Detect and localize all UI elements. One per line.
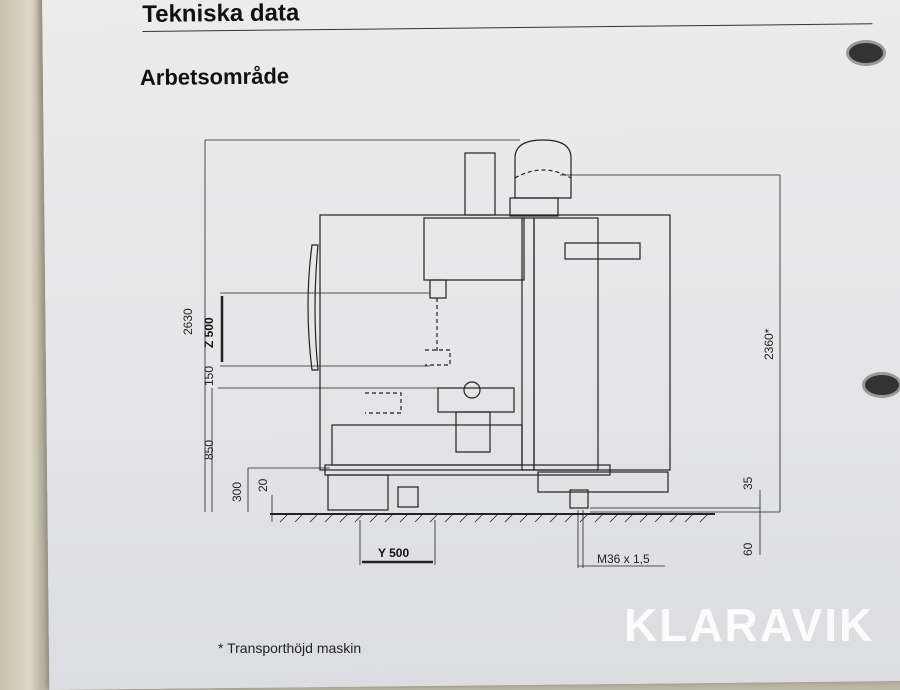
dim-300: 300 (230, 482, 244, 502)
dim-20: 20 (256, 478, 270, 492)
dim-2630: 2630 (181, 308, 195, 335)
dim-35: 35 (741, 476, 755, 490)
cabinet-top (514, 139, 572, 199)
binder-ring-hole (862, 372, 900, 398)
dim-850: 850 (202, 440, 216, 460)
dim-y500: Y 500 (378, 546, 409, 560)
watermark-logo: KLARAVIK (624, 599, 875, 651)
dim-2360: 2360* (762, 328, 776, 360)
rotary-table (437, 387, 515, 413)
dim-z500: Z 500 (202, 317, 216, 348)
machine-drawing: 2630 Z 500 150 850 300 20 Y 500 M36 x 1,… (181, 139, 781, 568)
door-handle (307, 244, 319, 371)
floor-hatch (279, 513, 709, 523)
dim-60: 60 (741, 542, 755, 556)
footnote: * Transporthöjd maskin (218, 640, 362, 656)
machine-body (319, 214, 671, 471)
dim-thread: M36 x 1,5 (597, 552, 650, 566)
spindle-head (423, 217, 525, 281)
binder-ring-hole (846, 40, 886, 66)
dim-150: 150 (202, 366, 216, 386)
